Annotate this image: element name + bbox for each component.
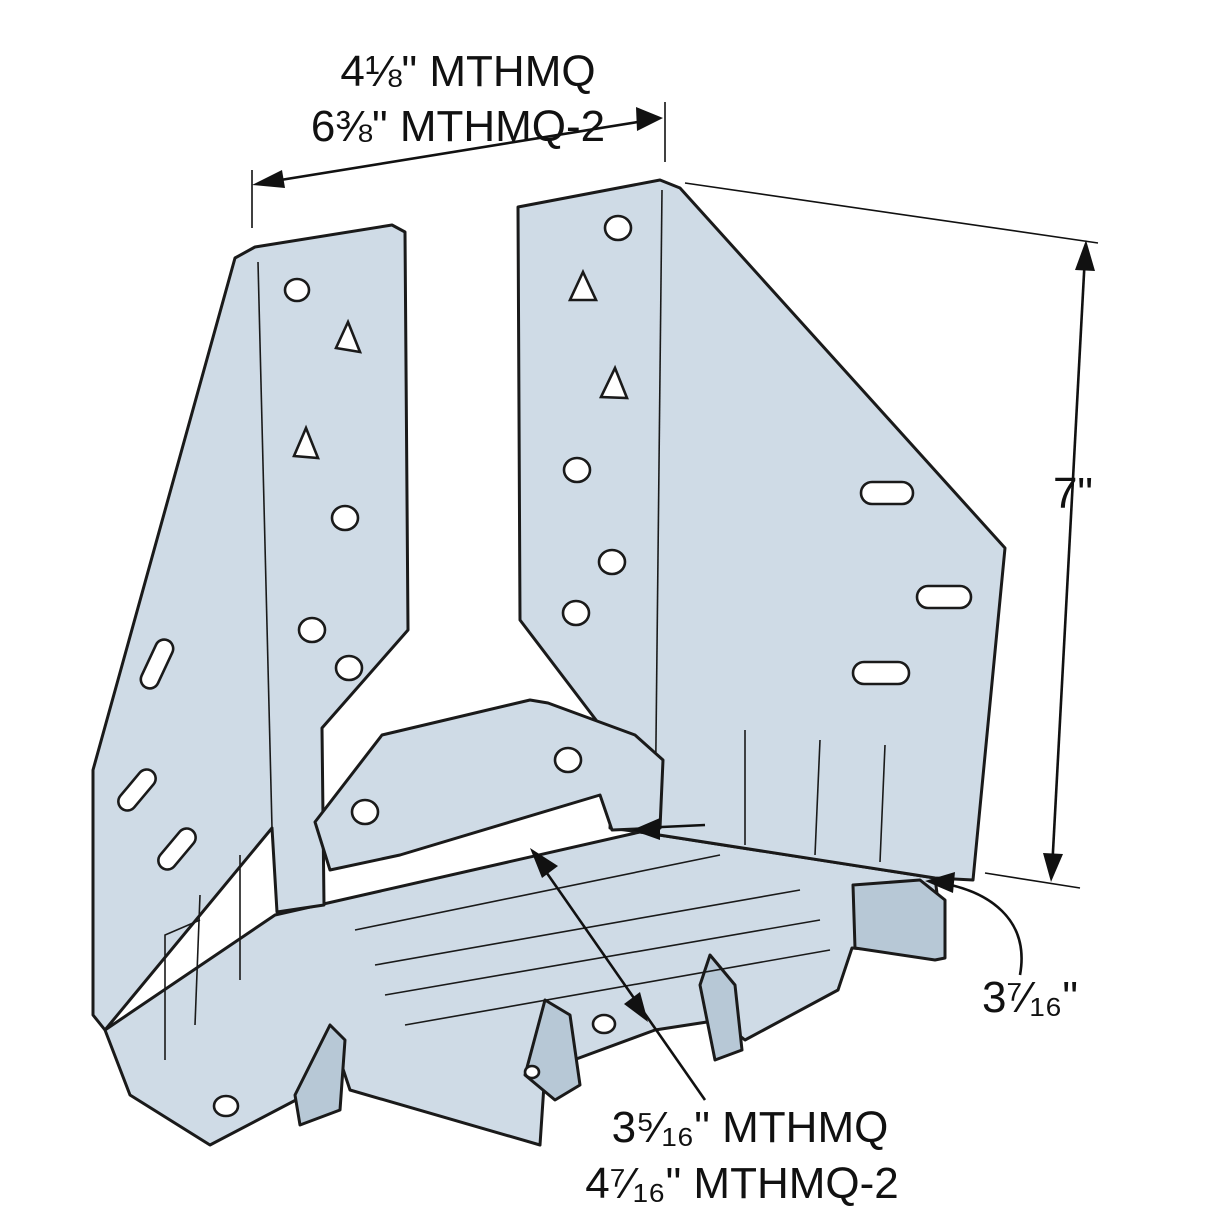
hole-circle-icon bbox=[350, 798, 380, 826]
arrow-down-icon bbox=[624, 992, 648, 1022]
front-left-tab bbox=[293, 1023, 347, 1127]
hole-circle-icon bbox=[591, 1013, 617, 1035]
seat-back-tab bbox=[313, 698, 665, 872]
triangle-hole-icon bbox=[567, 268, 599, 302]
arrow-down-icon bbox=[1043, 853, 1063, 882]
triangle-hole-icon bbox=[292, 424, 320, 460]
triangle-hole-icon bbox=[598, 364, 629, 400]
hole-circle-icon bbox=[562, 456, 592, 484]
round-holes bbox=[212, 214, 633, 1118]
slot-hole-icon bbox=[851, 660, 911, 686]
slot-hole-icon bbox=[117, 768, 157, 812]
triangle-hole-icon bbox=[334, 318, 363, 354]
left-flange bbox=[91, 223, 410, 1032]
label-seat-depth: 3⁷⁄₁₆" bbox=[982, 973, 1078, 1022]
arrow-left-icon bbox=[252, 170, 285, 188]
arrow-right-icon bbox=[636, 107, 663, 131]
label-width-mthmq2: 6⅜" MTHMQ-2 bbox=[311, 102, 605, 151]
seat-width-dimension bbox=[530, 818, 707, 1101]
seat-corner-tab bbox=[851, 878, 947, 962]
seat-depth-dimension bbox=[925, 872, 1023, 976]
hole-circle-icon bbox=[297, 616, 327, 644]
arrow-left-icon bbox=[632, 818, 660, 840]
height-dimension bbox=[684, 182, 1099, 889]
left-flange-fold-line bbox=[257, 261, 273, 829]
hole-circle-icon bbox=[330, 504, 360, 532]
slot-holes bbox=[117, 480, 973, 871]
hole-circle-icon bbox=[553, 746, 583, 774]
width-dimension bbox=[251, 102, 666, 228]
hole-circle-icon bbox=[334, 654, 364, 682]
front-right-tab bbox=[698, 953, 744, 1062]
slot-hole-icon bbox=[139, 638, 175, 690]
slot-hole-icon bbox=[915, 584, 973, 610]
arrow-up-icon bbox=[530, 848, 558, 878]
label-width-mthmq: 4⅛" MTHMQ bbox=[340, 47, 595, 96]
hole-circle-icon bbox=[603, 214, 633, 242]
label-height: 7" bbox=[1053, 469, 1093, 518]
label-seat-width-mthmq: 3⁵⁄₁₆" MTHMQ bbox=[612, 1103, 889, 1152]
right-flange-fold-line bbox=[654, 189, 663, 833]
hole-circle-icon bbox=[212, 1094, 240, 1118]
seat-ribs bbox=[164, 730, 886, 1060]
hole-circle-icon bbox=[283, 277, 311, 303]
arrow-left-icon bbox=[925, 872, 955, 893]
hole-circle-icon bbox=[561, 599, 591, 627]
arrow-up-icon bbox=[1075, 240, 1095, 271]
hole-circle-icon bbox=[523, 1064, 541, 1080]
triangle-holes bbox=[292, 268, 629, 460]
hole-circle-icon bbox=[597, 548, 627, 576]
slot-hole-icon bbox=[859, 480, 915, 506]
slot-hole-icon bbox=[157, 827, 197, 871]
label-seat-width-mthmq2: 4⁷⁄₁₆" MTHMQ-2 bbox=[585, 1159, 898, 1208]
